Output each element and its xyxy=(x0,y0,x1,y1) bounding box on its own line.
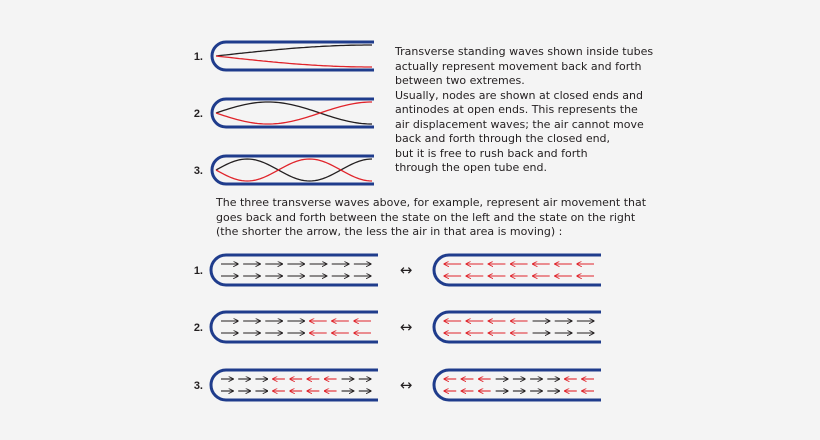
arrow-row-1: 1. ↔ xyxy=(194,253,601,287)
wave-curve-black xyxy=(215,44,372,57)
wave-curve-red xyxy=(215,101,372,125)
arrow-rows-group: 1. ↔ 2. ↔ 3. ↔ xyxy=(194,253,601,402)
row-label: 1. xyxy=(194,265,203,277)
description-line: between two extremes. xyxy=(395,74,525,87)
tube-outline xyxy=(432,310,601,344)
standing-wave-tube-1: 1. xyxy=(194,40,374,72)
description-line: but it is free to rush back and forth xyxy=(395,146,588,160)
arrow-row-3: 3. ↔ xyxy=(194,368,601,402)
swap-symbol: ↔ xyxy=(400,318,413,336)
tube-outline xyxy=(209,253,378,287)
summary-line: The three transverse waves above, for ex… xyxy=(216,196,647,209)
description-line: antinodes at open ends. This represents … xyxy=(395,103,638,116)
row-label: 3. xyxy=(194,380,203,392)
wave-curve-red xyxy=(215,55,372,68)
tube-outline xyxy=(210,40,374,72)
swap-symbol: ↔ xyxy=(400,376,413,394)
wave-curve-black xyxy=(215,101,372,125)
standing-waves-group: 1. 2. 3. xyxy=(194,40,374,186)
standing-wave-tube-3: 3. xyxy=(194,154,374,186)
tube-outline xyxy=(210,97,374,129)
wave-curve-black xyxy=(215,158,373,182)
tube-outline xyxy=(209,310,378,344)
row-label: 2. xyxy=(194,108,203,120)
tube-outline xyxy=(432,253,601,287)
description-line: Usually, nodes are shown at closed ends … xyxy=(395,88,643,102)
tube-outline xyxy=(432,368,601,402)
tube-outline xyxy=(209,368,378,402)
row-label: 2. xyxy=(194,322,203,334)
description-line: air displacement waves; the air cannot m… xyxy=(395,117,644,131)
summary-text: The three transverse waves above, for ex… xyxy=(216,196,647,240)
wave-curve-red xyxy=(215,158,373,182)
row-label: 3. xyxy=(194,165,203,177)
row-label: 1. xyxy=(194,51,203,63)
swap-symbol: ↔ xyxy=(400,261,413,279)
description-line: through the open tube end. xyxy=(395,161,547,174)
description-line: Transverse standing waves shown inside t… xyxy=(395,45,654,58)
description-text: Transverse standing waves shown inside t… xyxy=(395,45,655,176)
standing-wave-tube-2: 2. xyxy=(194,97,374,129)
summary-line: (the shorter the arrow, the less the air… xyxy=(216,225,563,238)
arrow-row-2: 2. ↔ xyxy=(194,310,601,344)
description-line: back and forth through the closed end, xyxy=(395,132,611,145)
tube-outline xyxy=(210,154,374,186)
description-line: actually represent movement back and for… xyxy=(395,59,642,73)
summary-line: goes back and forth between the state on… xyxy=(216,210,636,224)
